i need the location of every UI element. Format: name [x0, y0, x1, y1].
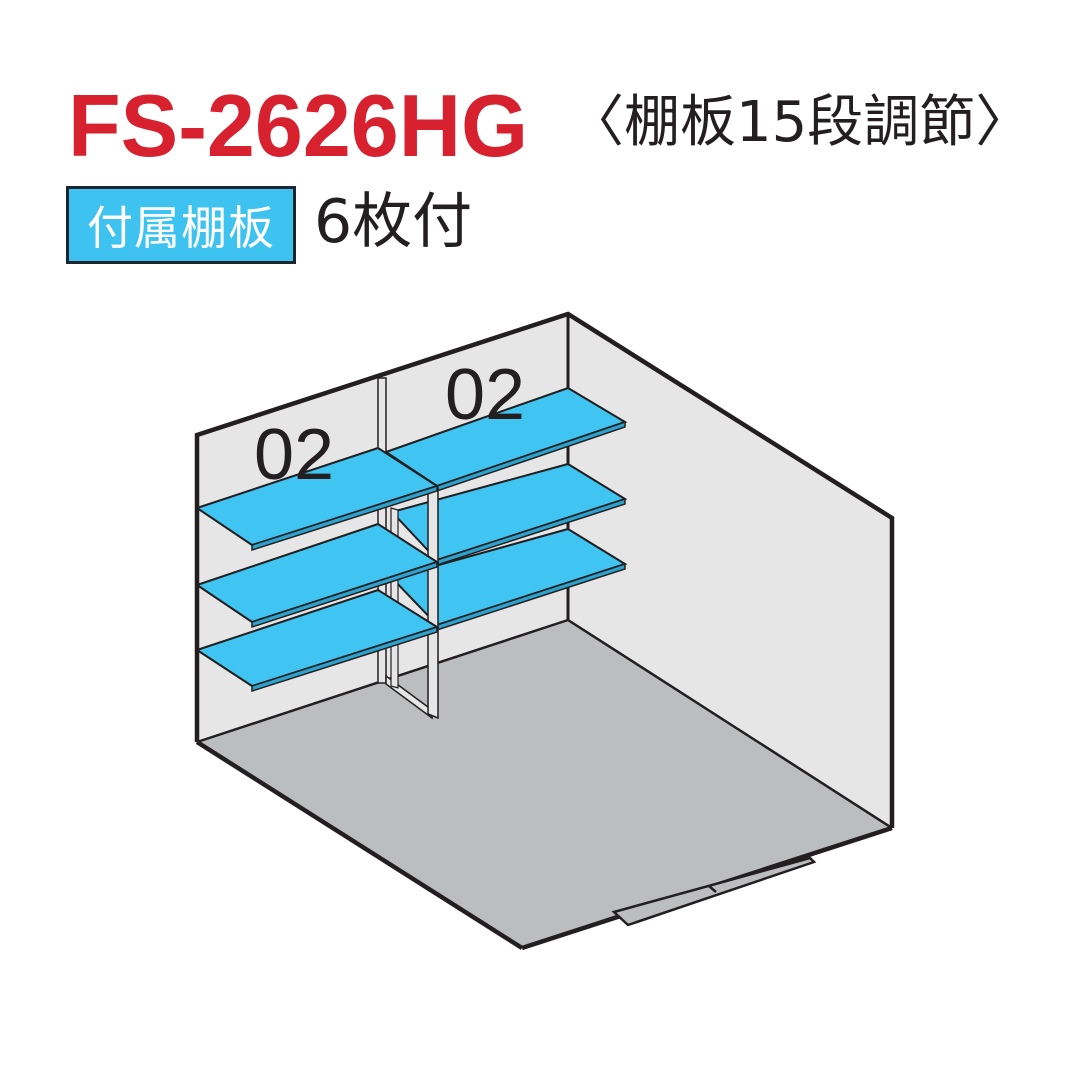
floor — [197, 620, 892, 948]
accessory-shelf-badge: 付属棚板 — [66, 186, 296, 264]
door-threshold — [611, 856, 817, 927]
model-number-title: FS-2626HG — [68, 76, 529, 175]
left-bay-shelf-qty: 02 — [254, 415, 334, 495]
right-bay-shelves — [383, 386, 628, 632]
shelf-adjustment-note: 〈棚板15段調節〉 — [568, 90, 1032, 155]
right-wall — [568, 314, 892, 828]
accessory-shelf-badge-label: 付属棚板 — [87, 201, 275, 255]
right-bay-shelf-qty: 02 — [445, 355, 525, 435]
left-bay-shelves — [194, 446, 440, 693]
accessory-shelf-count: 6枚付 — [314, 187, 473, 257]
back-wall-top-edge — [194, 311, 895, 828]
